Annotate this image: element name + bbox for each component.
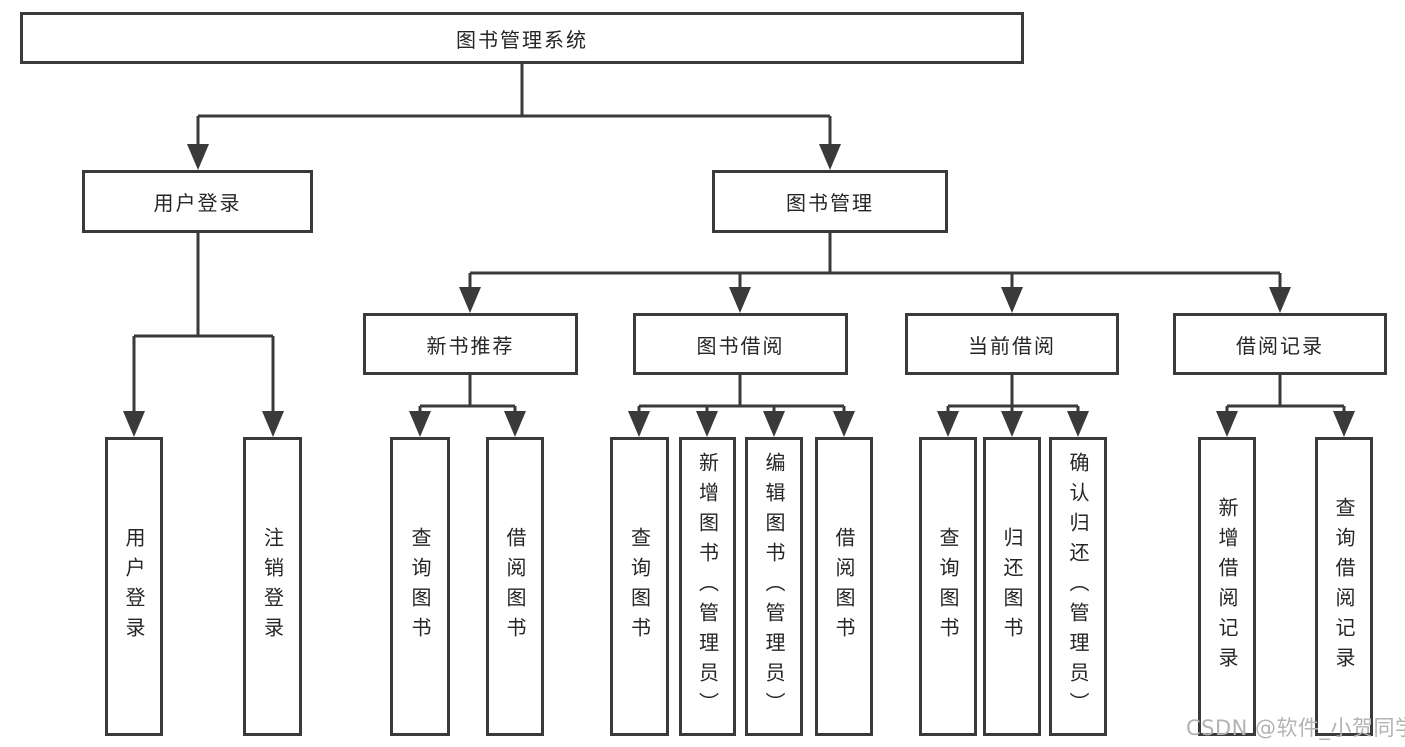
node-leaf-query-borrow-record: 查询借阅记录 — [1315, 437, 1373, 736]
node-label: 查询图书 — [408, 526, 432, 647]
node-label: 编辑图书（管理员） — [762, 451, 786, 722]
node-book-borrowing: 图书借阅 — [633, 313, 848, 375]
node-leaf-confirm-return-admin: 确认归还（管理员） — [1049, 437, 1107, 736]
node-label: 归还图书 — [1000, 526, 1024, 647]
node-label: 图书借阅 — [696, 333, 785, 358]
node-label: 新书推荐 — [426, 333, 515, 358]
node-borrowing-records: 借阅记录 — [1173, 313, 1387, 375]
node-label: 用户登录 — [122, 526, 146, 647]
node-leaf-return-books: 归还图书 — [983, 437, 1041, 736]
node-label: 借阅图书 — [503, 526, 527, 647]
node-label: 用户登录 — [153, 191, 242, 215]
node-library-management-system: 图书管理系统 — [20, 12, 1024, 64]
node-label: 借阅图书 — [832, 526, 856, 647]
node-label: 确认归还（管理员） — [1066, 451, 1090, 722]
node-leaf-edit-books-admin: 编辑图书（管理员） — [745, 437, 803, 736]
node-new-book-recommendation: 新书推荐 — [363, 313, 578, 375]
node-label: 查询图书 — [936, 526, 960, 647]
node-label: 当前借阅 — [968, 333, 1056, 358]
node-leaf-add-books-admin: 新增图书（管理员） — [679, 437, 736, 736]
node-label: 注销登录 — [260, 526, 285, 647]
node-current-borrowing: 当前借阅 — [905, 313, 1119, 375]
node-label: 图书管理系统 — [456, 27, 588, 52]
node-label: 查询图书 — [627, 526, 652, 647]
node-leaf-borrow-books-bb: 借阅图书 — [815, 437, 873, 736]
node-label: 借阅记录 — [1236, 333, 1324, 358]
csdn-watermark: CSDN @软件_小贺同学 — [1186, 716, 1405, 740]
node-label: 新增图书（管理员） — [695, 451, 720, 722]
node-leaf-add-borrow-record: 新增借阅记录 — [1198, 437, 1256, 736]
node-label: 图书管理 — [786, 191, 874, 215]
node-label: 查询借阅记录 — [1332, 496, 1356, 677]
node-leaf-user-login: 用户登录 — [105, 437, 163, 736]
connector-arrowheads — [123, 144, 1355, 437]
node-leaf-logout: 注销登录 — [243, 437, 302, 736]
node-leaf-query-books-cb: 查询图书 — [919, 437, 977, 736]
node-leaf-borrow-books-rec: 借阅图书 — [486, 437, 544, 736]
node-leaf-query-books-rec: 查询图书 — [390, 437, 450, 736]
node-label: 新增借阅记录 — [1215, 496, 1239, 677]
node-leaf-query-books-bb: 查询图书 — [610, 437, 669, 736]
node-user-login: 用户登录 — [82, 170, 313, 233]
node-book-management: 图书管理 — [712, 170, 948, 233]
